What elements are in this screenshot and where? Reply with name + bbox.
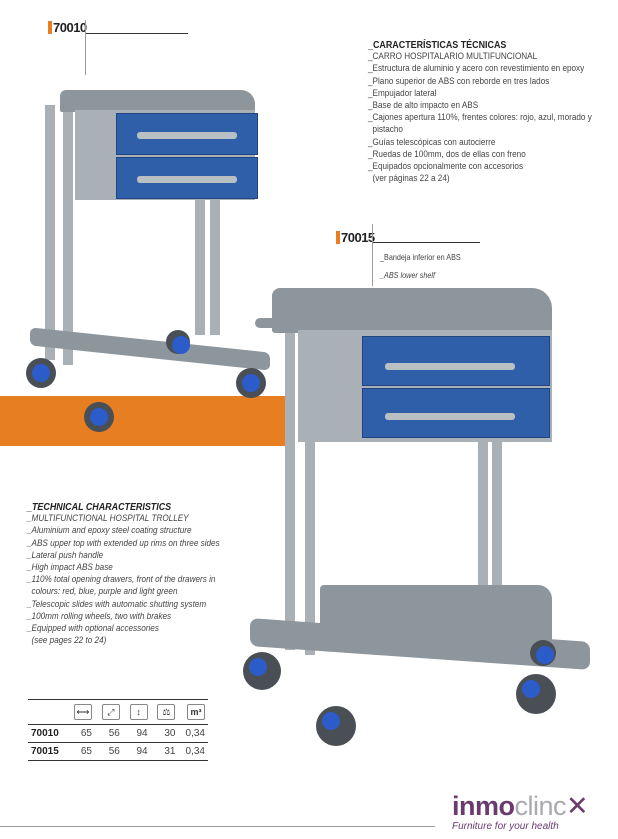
cell: 30 xyxy=(164,727,176,739)
spec-line: _ABS upper top with extended up rims on … xyxy=(27,537,220,549)
spec-spanish: _CARACTERÍSTICAS TÉCNICAS _CARRO HOSPITA… xyxy=(368,39,592,185)
cell: 56 xyxy=(108,727,120,739)
spec-line: _Base de alto impacto en ABS xyxy=(368,100,479,112)
divider xyxy=(372,224,373,286)
spec-line: _MULTIFUNCTIONAL HOSPITAL TROLLEY xyxy=(27,513,189,525)
depth-icon: ⤢ xyxy=(101,703,120,720)
spec-line: _Cajones apertura 110%, frentes colores:… xyxy=(368,112,592,124)
frame xyxy=(195,195,205,335)
product-code-70015: 70015 xyxy=(336,230,375,245)
spec-line: colours: red, blue, purple and light gre… xyxy=(27,586,178,598)
wheel xyxy=(316,706,356,746)
cell: 65 xyxy=(80,745,92,757)
divider xyxy=(372,242,480,243)
code-text: 70010 xyxy=(53,20,87,35)
spec-line: _Lateral push handle xyxy=(27,549,104,561)
drawer xyxy=(362,336,550,386)
spec-line: _Guías telescópicas con autocierre xyxy=(368,136,496,148)
product-notes: _Bandeja inferior en ABS _ABS lower shel… xyxy=(380,248,461,284)
product-code-70010: 70010 xyxy=(48,20,87,35)
orange-band xyxy=(0,396,290,446)
cell-code: 70015 xyxy=(31,745,59,757)
brand-tagline: Furniture for your health xyxy=(452,821,559,832)
drawer xyxy=(362,388,550,438)
wheel xyxy=(26,358,56,388)
cell-code: 70010 xyxy=(31,727,59,739)
frame xyxy=(492,440,502,590)
cell: 31 xyxy=(164,745,176,757)
spec-line: _CARRO HOSPITALARIO MULTIFUNCIONAL xyxy=(368,51,538,63)
footer-line xyxy=(0,826,435,827)
cell: 0,34 xyxy=(185,727,205,739)
drawer xyxy=(116,113,258,155)
frame xyxy=(478,440,488,590)
wheel xyxy=(236,368,266,398)
spec-title: _CARACTERÍSTICAS TÉCNICAS xyxy=(368,39,507,51)
brand-logo: inmoclinc✕ Furniture for your health xyxy=(452,791,589,832)
table-header-row: ⟷ ⤢ ↕ ⚖ m³ xyxy=(28,700,208,724)
height-icon: ↕ xyxy=(129,703,148,720)
spec-line: (ver páginas 22 a 24) xyxy=(368,173,450,185)
frame xyxy=(63,100,73,365)
top-tray xyxy=(60,90,255,112)
spec-line: _Telescopic slides with automatic shutti… xyxy=(27,598,207,610)
spec-line: _100mm rolling wheels, two with brakes xyxy=(27,610,172,622)
table-row: 70015 65 56 94 31 0,34 xyxy=(28,742,208,760)
orange-marker xyxy=(48,21,52,34)
orange-marker xyxy=(336,231,340,244)
spec-line: _High impact ABS base xyxy=(27,562,113,574)
divider xyxy=(85,33,188,34)
divider xyxy=(85,20,86,75)
volume-icon: m³ xyxy=(187,703,205,720)
note-es: _Bandeja inferior en ABS xyxy=(380,252,461,262)
wheel xyxy=(243,652,281,690)
wheel xyxy=(530,640,556,666)
wheel xyxy=(166,330,190,354)
drawer xyxy=(116,157,258,199)
spec-line: _Equipped with optional accessories xyxy=(27,623,159,635)
width-icon: ⟷ xyxy=(74,703,92,720)
push-handle xyxy=(255,318,295,328)
code-text: 70015 xyxy=(341,230,375,245)
spec-line: _Estructura de aluminio y acero con reve… xyxy=(368,63,585,75)
spec-line: pistacho xyxy=(368,124,403,136)
brand-bold: inmo xyxy=(452,791,515,821)
brand-light: clinc xyxy=(514,791,567,821)
top-tray xyxy=(272,288,552,333)
spec-english: _TECHNICAL CHARACTERISTICS _MULTIFUNCTIO… xyxy=(27,501,220,647)
note-en: _ABS lower shelf xyxy=(380,270,436,280)
spec-line: _110% total opening drawers, front of th… xyxy=(27,574,216,586)
spec-title: _TECHNICAL CHARACTERISTICS xyxy=(27,501,172,513)
figure-icon: ✕ xyxy=(566,791,589,821)
cell: 94 xyxy=(136,727,148,739)
weight-icon: ⚖ xyxy=(157,703,176,720)
frame xyxy=(210,195,220,335)
frame xyxy=(285,330,295,650)
dimensions-table: ⟷ ⤢ ↕ ⚖ m³ 70010 65 56 94 30 0,34 70015 … xyxy=(28,699,208,761)
cell: 56 xyxy=(108,745,120,757)
cell: 94 xyxy=(136,745,148,757)
table-row: 70010 65 56 94 30 0,34 xyxy=(28,724,208,742)
spec-line: _Plano superior de ABS con reborde en tr… xyxy=(368,75,550,87)
spec-line: _Equipados opcionalmente con accesorios xyxy=(368,161,524,173)
spec-line: _Ruedas de 100mm, dos de ellas con freno xyxy=(368,148,526,160)
wheel xyxy=(84,402,114,432)
cell: 65 xyxy=(80,727,92,739)
frame xyxy=(45,105,55,360)
frame xyxy=(305,330,315,655)
spec-line: _Empujador lateral xyxy=(368,87,437,99)
cell: 0,34 xyxy=(185,745,205,757)
wheel xyxy=(516,674,556,714)
spec-line: (see pages 22 to 24) xyxy=(27,635,107,647)
spec-line: _Aluminium and epoxy steel coating struc… xyxy=(27,525,192,537)
